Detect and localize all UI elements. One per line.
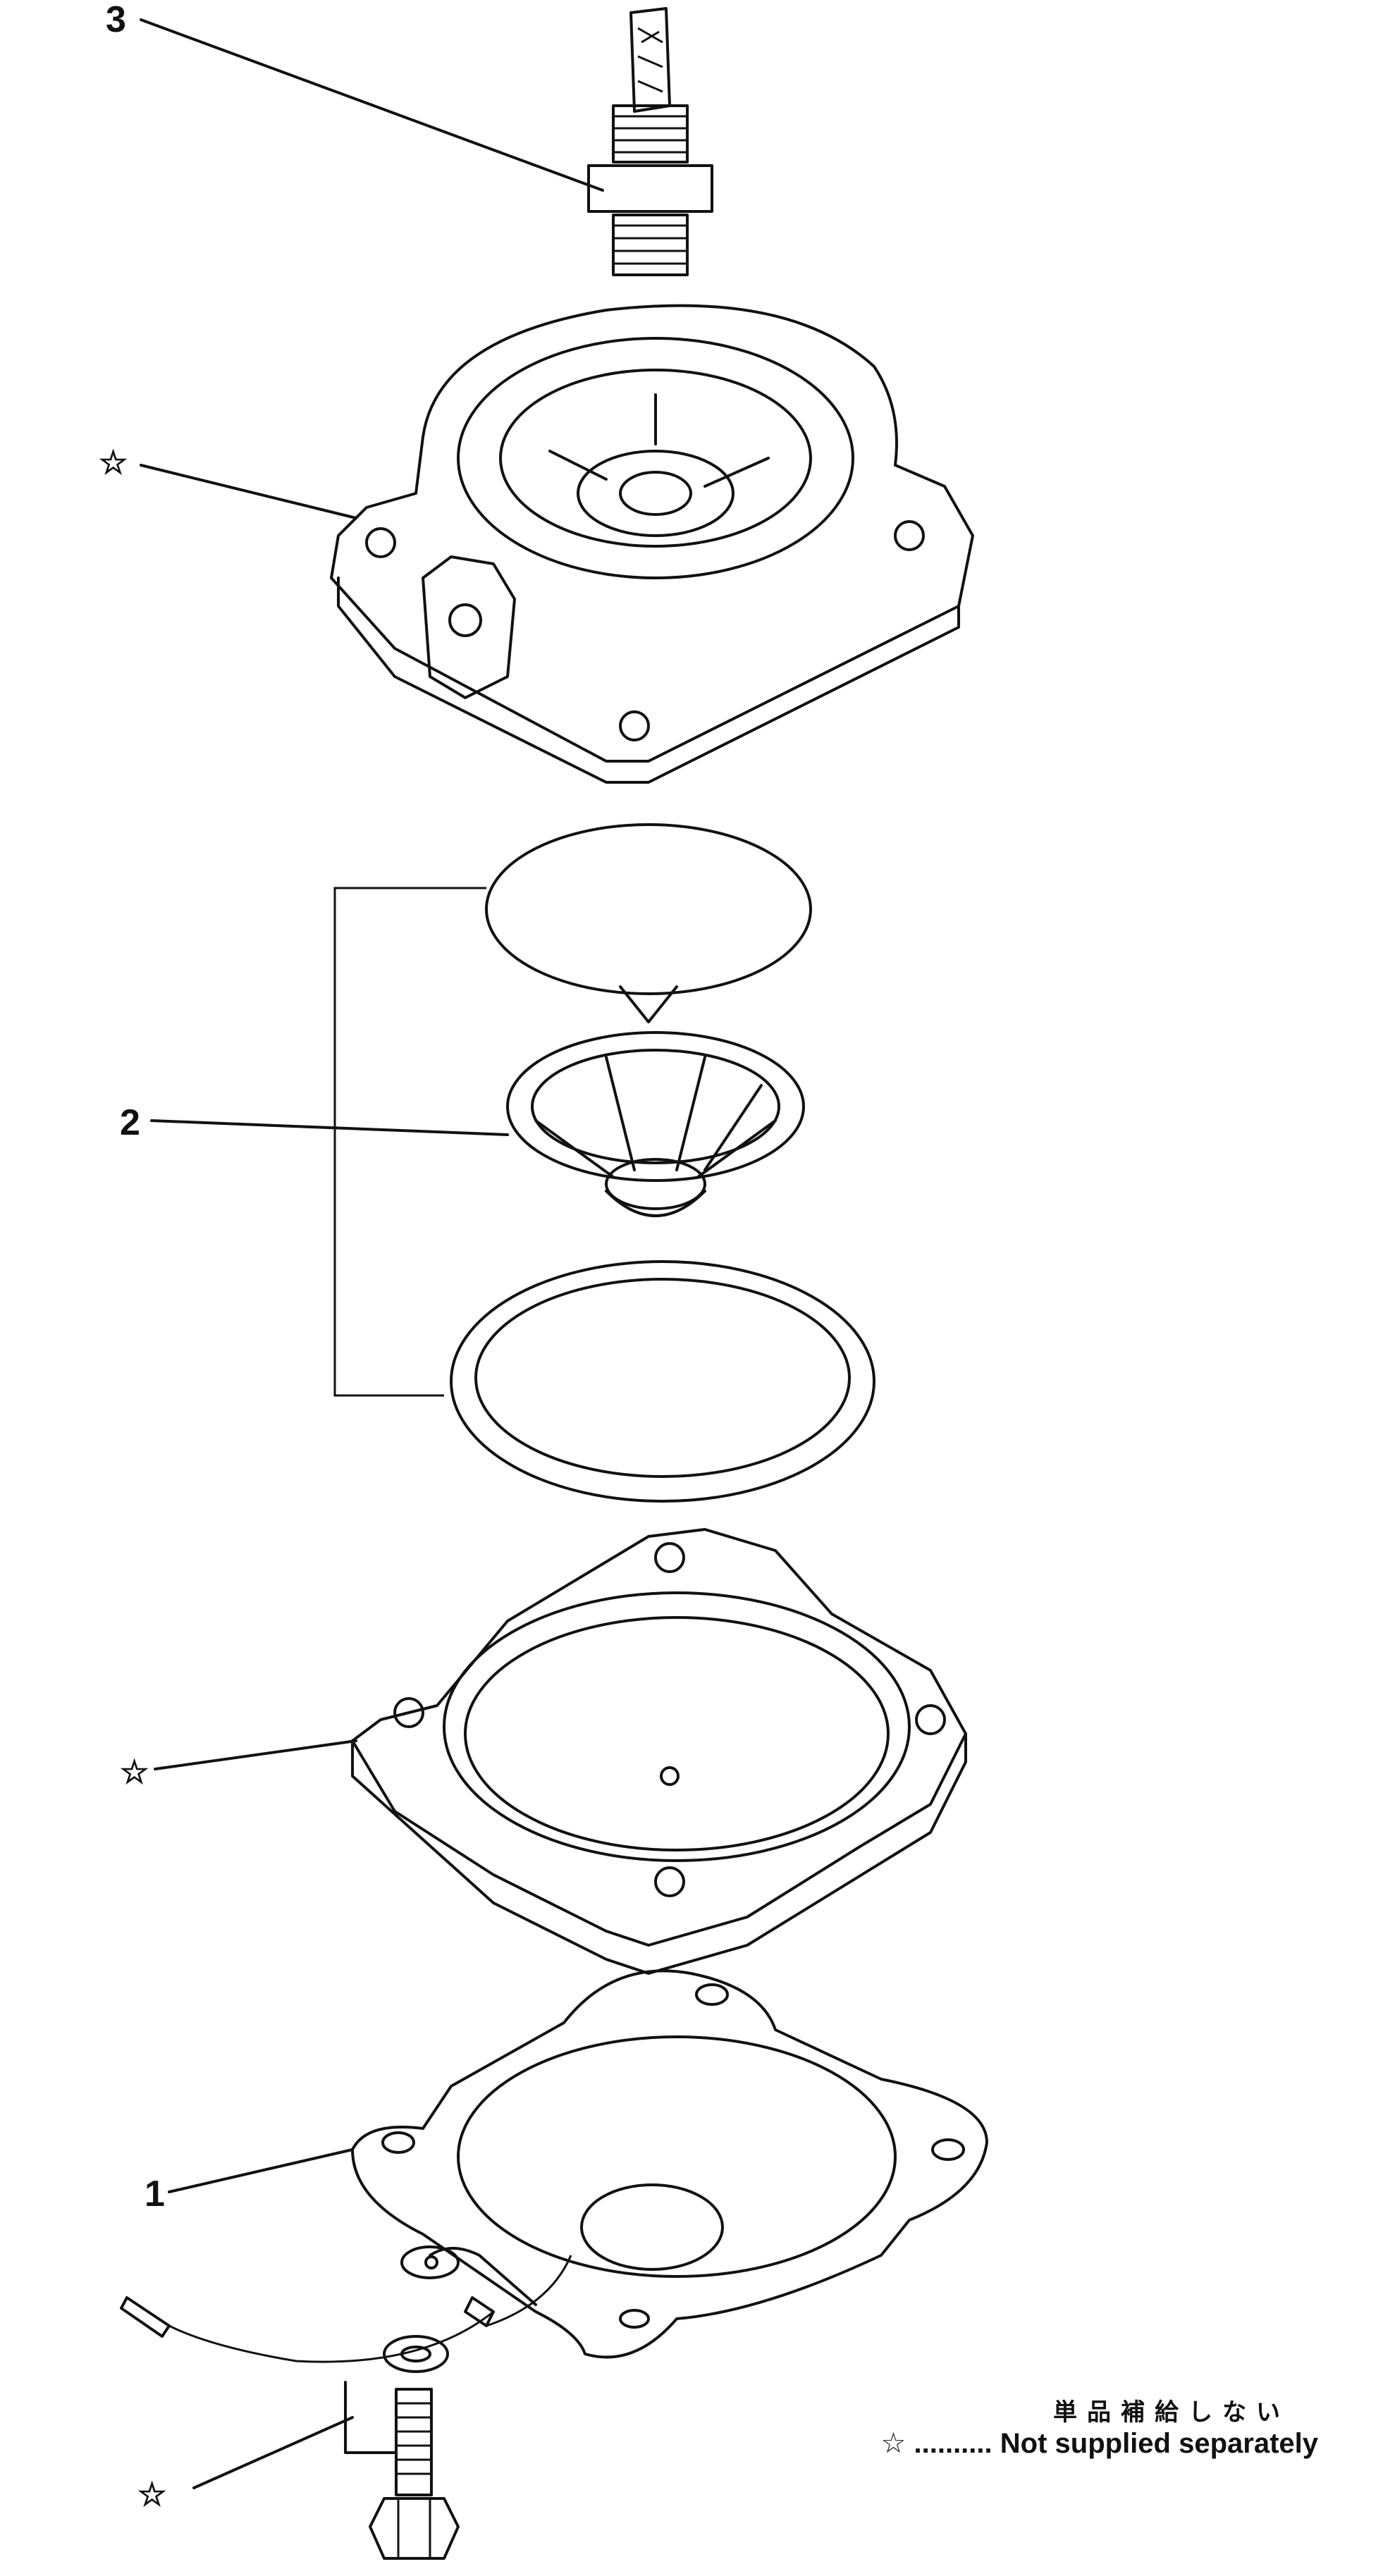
- legend-star-symbol: ☆: [880, 2427, 907, 2460]
- legend-dots: ..........: [914, 2428, 993, 2459]
- leader-line-part-3: [140, 18, 604, 192]
- o-ring: [450, 1260, 875, 1503]
- leader-line-housing: [140, 464, 357, 519]
- leader-line-base: [154, 1739, 357, 1770]
- leader-line-part-1: [168, 2148, 354, 2193]
- callout-part-2: 2: [120, 1102, 140, 1143]
- diaphragm-disc: [485, 823, 812, 1023]
- legend-english-text: Not supplied separately: [1000, 2428, 1318, 2459]
- legend-english-line: ☆ .......... Not supplied separately: [811, 2427, 1318, 2460]
- legend-note: 単品補給しない ☆ .......... Not supplied separa…: [811, 2393, 1318, 2460]
- legend-japanese-text: 単品補給しない: [1053, 2398, 1290, 2427]
- callout-housing-star: ☆: [99, 444, 128, 481]
- upper-housing: [330, 304, 974, 784]
- gasket: [351, 1969, 988, 2359]
- callout-base-star: ☆: [120, 1754, 149, 1790]
- callout-bolt-star: ☆: [137, 2476, 166, 2513]
- part-2-group-bracket: [333, 887, 486, 1397]
- leader-line-part-2: [150, 1119, 509, 1136]
- base-plate: [351, 1528, 967, 1975]
- spring-seat-cone: [506, 1031, 805, 1217]
- ground-wire-and-bolt: [120, 2245, 572, 2560]
- callout-part-3: 3: [106, 0, 126, 40]
- leader-line-bolt: [192, 2416, 354, 2489]
- threaded-sensor-plug: [587, 7, 713, 276]
- callout-part-1: 1: [145, 2174, 165, 2214]
